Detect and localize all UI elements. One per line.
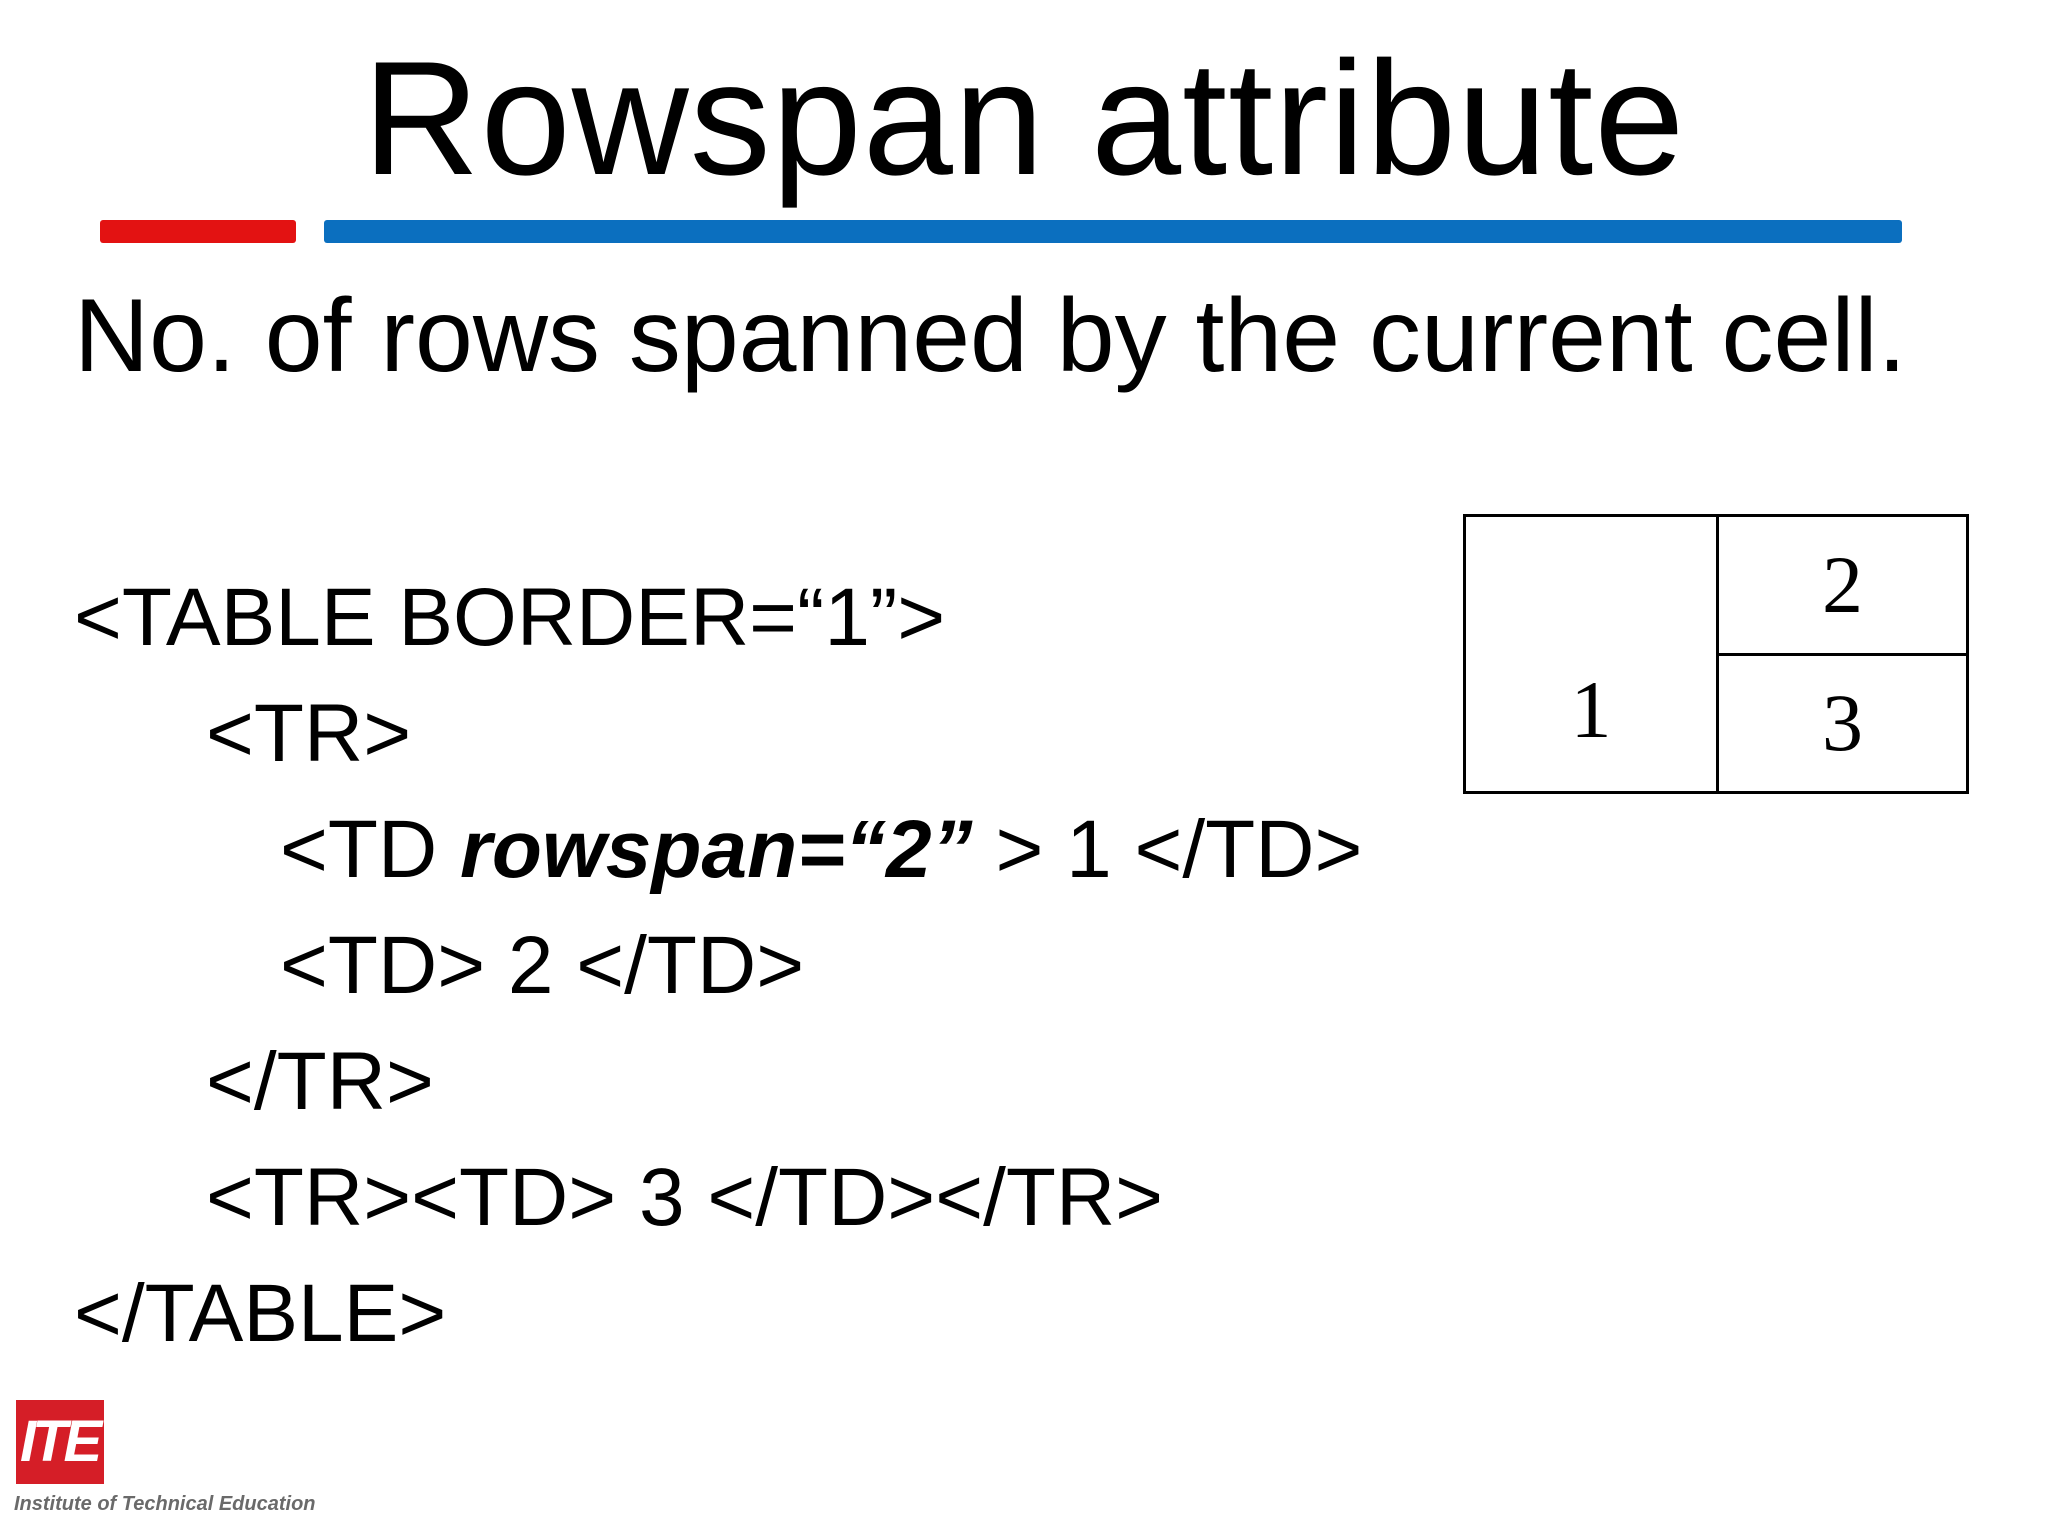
code-line-td-rowspan: <TD rowspan=“2” > 1 </TD> <box>280 802 1362 898</box>
code-line-tr-close: </TR> <box>206 1036 434 1127</box>
code-line-td-2: <TD> 2 </TD> <box>280 920 805 1011</box>
code-line-tr-open: <TR> <box>206 688 412 779</box>
ite-logo-mark: ITE <box>16 1400 104 1484</box>
title-underline-red <box>100 220 296 243</box>
code-line-tr-td-3: <TR><TD> 3 </TD></TR> <box>206 1152 1164 1243</box>
code-line-table-open: <TABLE BORDER=“1”> <box>74 572 946 663</box>
code-rowspan-attribute: rowspan=“2” <box>459 804 973 895</box>
example-table-row: 3 <box>1465 652 1969 794</box>
example-cell-1: 1 <box>1463 514 1719 794</box>
example-cell-3: 3 <box>1716 652 1969 794</box>
example-table: 1 2 3 <box>1463 514 1969 794</box>
ite-logo-text: Institute of Technical Education <box>14 1493 316 1515</box>
code-td-open: <TD <box>280 804 460 895</box>
ite-logo-mark-text: ITE <box>20 1409 102 1474</box>
slide-title: Rowspan attribute <box>362 28 1686 209</box>
example-cell-2: 2 <box>1716 514 1969 656</box>
code-td-content: > 1 </TD> <box>972 804 1363 895</box>
ite-logo: ITE Institute of Technical Education <box>12 1400 372 1524</box>
title-underline-blue <box>324 220 1902 243</box>
slide-subtitle: No. of rows spanned by the current cell. <box>74 278 1907 394</box>
example-table-row: 1 2 <box>1463 514 1969 794</box>
code-line-table-close: </TABLE> <box>74 1268 447 1359</box>
